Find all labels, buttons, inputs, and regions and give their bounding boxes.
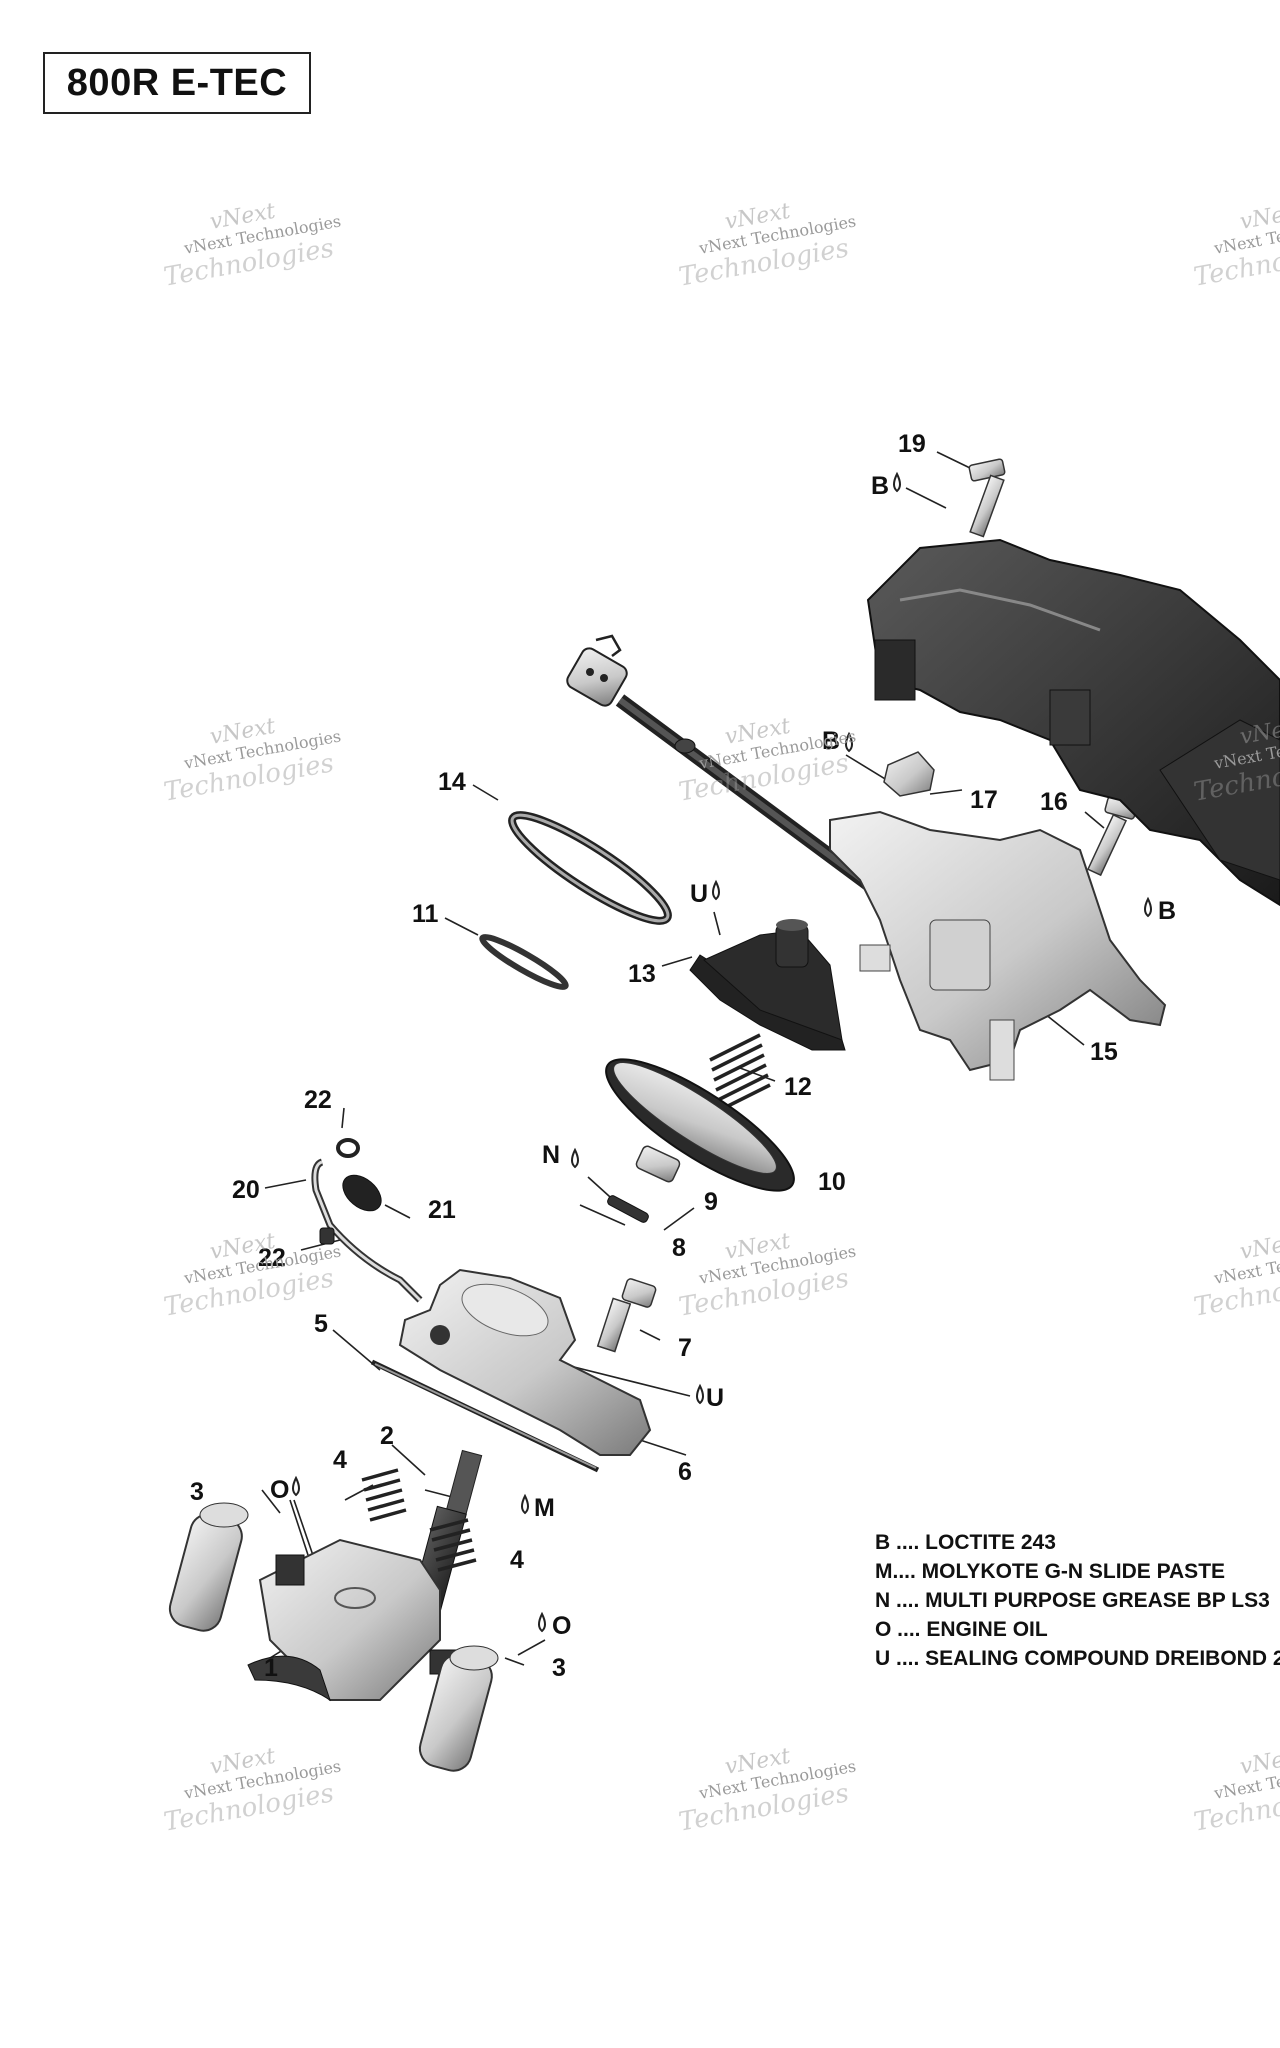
callout-12: 12 [784,1073,812,1101]
part-3-bushing-left [168,1502,249,1632]
callout-B: B [1158,897,1177,925]
legend-row-M: M.... MOLYKOTE G-N SLIDE PASTE [875,1560,1226,1583]
part-13-diaphragm [689,919,846,1051]
legend-row-N: N .... MULTI PURPOSE GREASE BP LS3 [875,1589,1270,1612]
callout-7: 7 [678,1334,692,1362]
callout-1: 1 [264,1654,278,1682]
callout-2: 2 [380,1422,394,1450]
callout-20: 20 [232,1176,260,1204]
legend-row-U: U .... SEALING COMPOUND DREIBOND 229 [875,1647,1280,1670]
part-19-bolt [968,458,1006,538]
callout-10: 10 [818,1168,846,1196]
callout-4: 4 [510,1546,524,1574]
part-4-spring-left [361,1468,407,1522]
callout-N: N [542,1141,561,1169]
callout-B: B [871,472,890,500]
part-1-valve [247,1538,461,1702]
callout-B: B [822,727,841,755]
callout-M: M [534,1494,555,1522]
part-10-cover-ring [605,1058,795,1192]
callout-15: 15 [1090,1038,1118,1066]
part-17-spacer [883,751,935,797]
legend-row-B: B .... LOCTITE 243 [875,1531,1056,1554]
model-title: 800R E-TEC [43,52,311,114]
part-14-o-ring [508,811,672,925]
callout-3: 3 [190,1478,204,1506]
callout-22: 22 [258,1244,286,1272]
part-21-check-valve [342,1174,382,1212]
callout-11: 11 [412,900,439,928]
callout-13: 13 [628,960,656,988]
part-6-valve-body [398,1268,652,1456]
callout-3: 3 [552,1654,566,1682]
callout-16: 16 [1040,788,1068,816]
callout-O: O [552,1612,572,1640]
callout-O: O [270,1476,290,1504]
callout-21: 21 [428,1196,456,1224]
callout-9: 9 [704,1188,718,1216]
callout-U: U [706,1384,725,1412]
callout-8: 8 [672,1234,686,1262]
callout-5: 5 [314,1310,328,1338]
callout-U: U [690,880,709,908]
part-12-spring [709,1033,771,1112]
callout-6: 6 [678,1458,692,1486]
callout-22: 22 [304,1086,332,1114]
callout-4: 4 [333,1446,347,1474]
part-3-bushing-right [418,1645,499,1772]
callout-19: 19 [898,430,926,458]
part-7-bolt [596,1278,657,1353]
lubricant-drop-icons [292,471,1152,1633]
part-22-clamp [319,1227,335,1245]
part-9-washer [635,1145,681,1183]
lubricant-legend: B .... LOCTITE 243 M.... MOLYKOTE G-N SL… [875,1528,1280,1673]
callout-14: 14 [438,768,466,796]
part-4-spring-right [429,1518,477,1572]
legend-row-O: O .... ENGINE OIL [875,1618,1048,1641]
callout-17: 17 [970,786,998,814]
part-11-ring [479,934,569,990]
rave-valve-housing [866,538,1280,907]
part-22-o-ring [336,1138,360,1158]
part-8-pin [607,1195,649,1223]
part-15-bracket [829,810,1167,1081]
